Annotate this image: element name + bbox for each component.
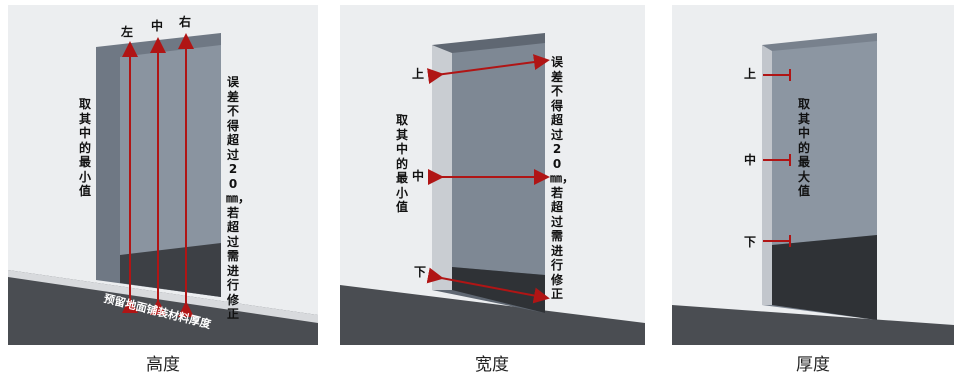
marker-bottom: 下 [744,235,757,249]
note-max-value: 取其中的最大值 [797,97,810,198]
marker-bottom: 下 [414,265,427,279]
note-error-tolerance: 误差不得超过20㎜，若超过需进行修正 [226,75,251,321]
marker-top: 上 [744,67,757,81]
caption-height: 高度 [146,355,180,375]
bottom-width-arrow [426,267,550,304]
marker-middle: 中 [412,169,425,183]
thickness-diagram [672,5,954,345]
marker-middle: 中 [744,153,757,167]
caption-thickness: 厚度 [796,355,830,375]
floor [672,305,954,345]
caption-width: 宽度 [475,355,509,375]
panel-height: 左 中 右 取其中的最小值 误差不得超过20㎜，若超过需进行修正 预留地面铺装材… [8,5,318,345]
panel-width: 上 中 下 取其中的最小值 误差不得超过20㎜，若超过需进行修正 [340,5,645,345]
note-min-value: 取其中的最小值 [395,113,408,214]
panel-thickness: 上 中 下 取其中的最大值 [672,5,954,345]
note-min-value: 取其中的最小值 [78,97,91,198]
width-diagram [340,5,645,345]
marker-middle: 中 [151,19,164,33]
height-diagram [8,5,318,345]
note-error-tolerance: 误差不得超过20㎜，若超过需进行修正 [550,55,575,301]
marker-right: 右 [179,15,192,29]
top-width-arrow [427,54,550,84]
marker-top: 上 [412,67,425,81]
floor [340,285,645,345]
marker-left: 左 [121,25,134,39]
